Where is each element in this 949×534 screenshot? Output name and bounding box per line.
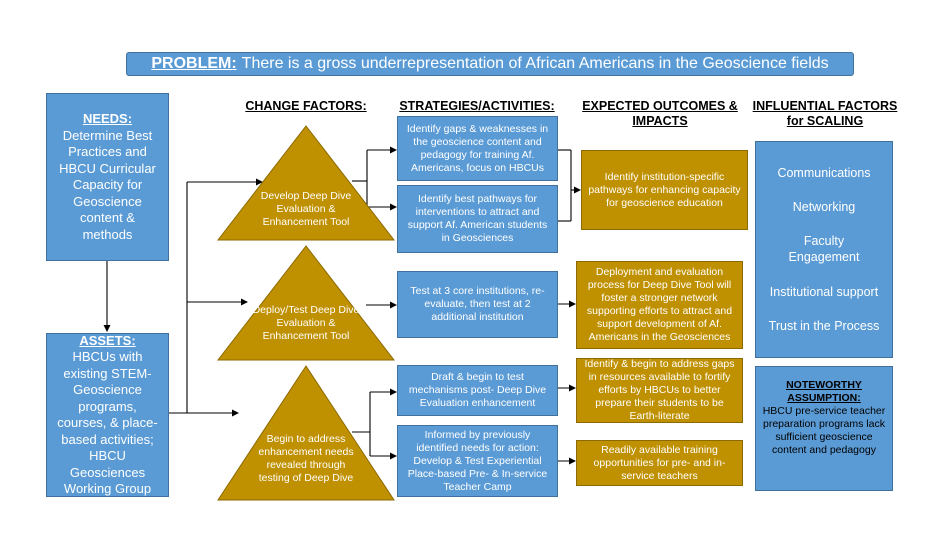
strategy-box: Test at 3 core institutions, re-evaluate… [397, 271, 558, 338]
assets-text: HBCUs with existing STEM-Geoscience prog… [57, 349, 158, 496]
problem-banner: PROBLEM: There is a gross underrepresent… [126, 52, 854, 76]
assumption-box: NOTEWORTHY ASSUMPTION: HBCU pre-service … [755, 366, 893, 491]
header-outcomes: EXPECTED OUTCOMES & IMPACTS [572, 99, 748, 129]
header-change-factors: CHANGE FACTORS: [245, 99, 367, 113]
problem-text: There is a gross underrepresentation of … [241, 55, 829, 72]
scaling-factor: Faculty Engagement [788, 234, 860, 265]
change-factor-label: Develop Deep Dive Evaluation & Enhanceme… [260, 190, 352, 228]
strategy-box: Identify best pathways for interventions… [397, 185, 558, 253]
header-influential-line2: for SCALING [786, 114, 864, 128]
outcome-box: Deployment and evaluation process for De… [576, 261, 743, 349]
assumption-text: HBCU pre-service teacher preparation pro… [762, 405, 886, 456]
strategy-box: Informed by previously identified needs … [397, 425, 558, 497]
needs-title: NEEDS: [82, 111, 133, 126]
assumption-title-line2: ASSUMPTION: [787, 392, 861, 404]
scaling-factor: Trust in the Process [768, 318, 880, 333]
assets-title: ASSETS: [79, 332, 136, 348]
header-influential-line1: INFLUENTIAL FACTORS [752, 99, 898, 113]
header-influential-factors: INFLUENTIAL FACTORS for SCALING [752, 99, 898, 129]
change-factor-triangle [216, 245, 396, 361]
header-outcomes-line2: IMPACTS [632, 114, 688, 128]
assumption-title-line1: NOTEWORTHY [786, 379, 862, 391]
header-outcomes-line1: EXPECTED OUTCOMES & [582, 99, 738, 113]
needs-text: Determine Best Practices and HBCU Curric… [59, 127, 156, 242]
change-factor-label: Begin to address enhancement needs revea… [258, 433, 354, 484]
header-strategies: STRATEGIES/ACTIVITIES: [399, 99, 555, 113]
strategy-box: Draft & begin to test mechanisms post- D… [397, 365, 558, 416]
assets-box: ASSETS: HBCUs with existing STEM-Geoscie… [46, 333, 169, 497]
scaling-factor: Communications [777, 166, 871, 181]
scaling-factor: Institutional support [769, 284, 879, 299]
change-factor-label: Deploy/Test Deep Dive Evaluation & Enhan… [252, 304, 360, 342]
needs-box: NEEDS: Determine Best Practices and HBCU… [46, 93, 169, 261]
strategy-box: Identify gaps & weaknesses in the geosci… [397, 116, 558, 181]
scaling-factors-box: Communications Networking Faculty Engage… [755, 141, 893, 358]
scaling-factor: Networking [792, 200, 856, 215]
outcome-box: Identify institution-specific pathways f… [581, 150, 748, 230]
problem-label: PROBLEM: [151, 55, 237, 72]
change-factor-triangle [217, 365, 395, 501]
outcome-box: Readily available training opportunities… [576, 440, 743, 486]
outcome-box: Identify & begin to address gaps in reso… [576, 358, 743, 423]
change-factor-triangle [216, 125, 396, 241]
